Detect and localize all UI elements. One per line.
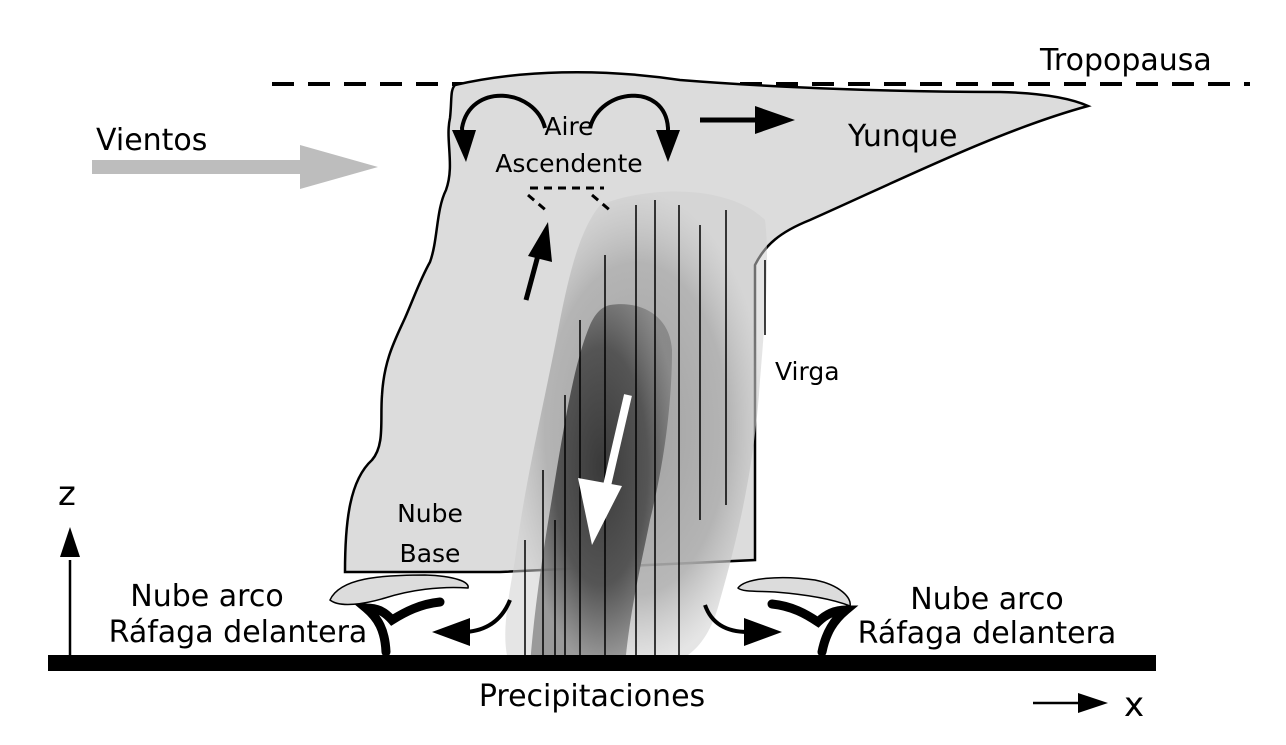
outflow-arrowhead-left [432,618,470,646]
downdraft-arrow [602,394,632,491]
left-arc-label-line2: Ráfaga delantera [109,615,368,650]
arc-cloud-left [329,574,469,606]
winds-label: Vientos [96,123,207,158]
downdraft-arrowhead [578,478,622,545]
cloud-base-label-line1: Nube [397,499,463,528]
outflow-arrowhead-right [744,618,782,646]
precipitation-label: Precipitaciones [479,679,705,714]
anvil-outflow-arrowhead [755,106,795,134]
right-arc-label-line1: Nube arco [910,582,1063,617]
updraft-circulation [459,93,670,151]
right-arc-label-line2: Ráfaga delantera [858,616,1117,651]
updraft-arrowhead-right [656,130,680,162]
updraft-label-line1: Aire [544,112,593,141]
z-axis-arrowhead [60,527,80,557]
x-axis-label: x [1124,685,1144,725]
outflow-arrow-right [703,604,749,634]
z-axis-label: z [58,474,76,514]
gust-front-left [353,597,445,657]
anvil-label: Yunque [847,119,957,154]
cloud-base-label-line2: Base [400,539,461,568]
rising-air-arrowhead [528,222,552,262]
wind-arrow-shaft [92,160,304,174]
updraft-label-line2: Ascendente [495,149,642,178]
wind-arrow-head [300,145,378,189]
rain-streaks [524,200,766,665]
virga-label: Virga [775,357,840,386]
x-axis-arrowhead [1078,693,1108,713]
updraft-arrowhead-left [452,130,476,162]
gust-front-right [767,599,859,657]
arc-cloud-right [737,576,851,608]
ground [48,655,1156,671]
tropopause-label: Tropopausa [1039,43,1212,78]
left-arc-label-line1: Nube arco [130,579,283,614]
updraft-rays [527,186,613,214]
